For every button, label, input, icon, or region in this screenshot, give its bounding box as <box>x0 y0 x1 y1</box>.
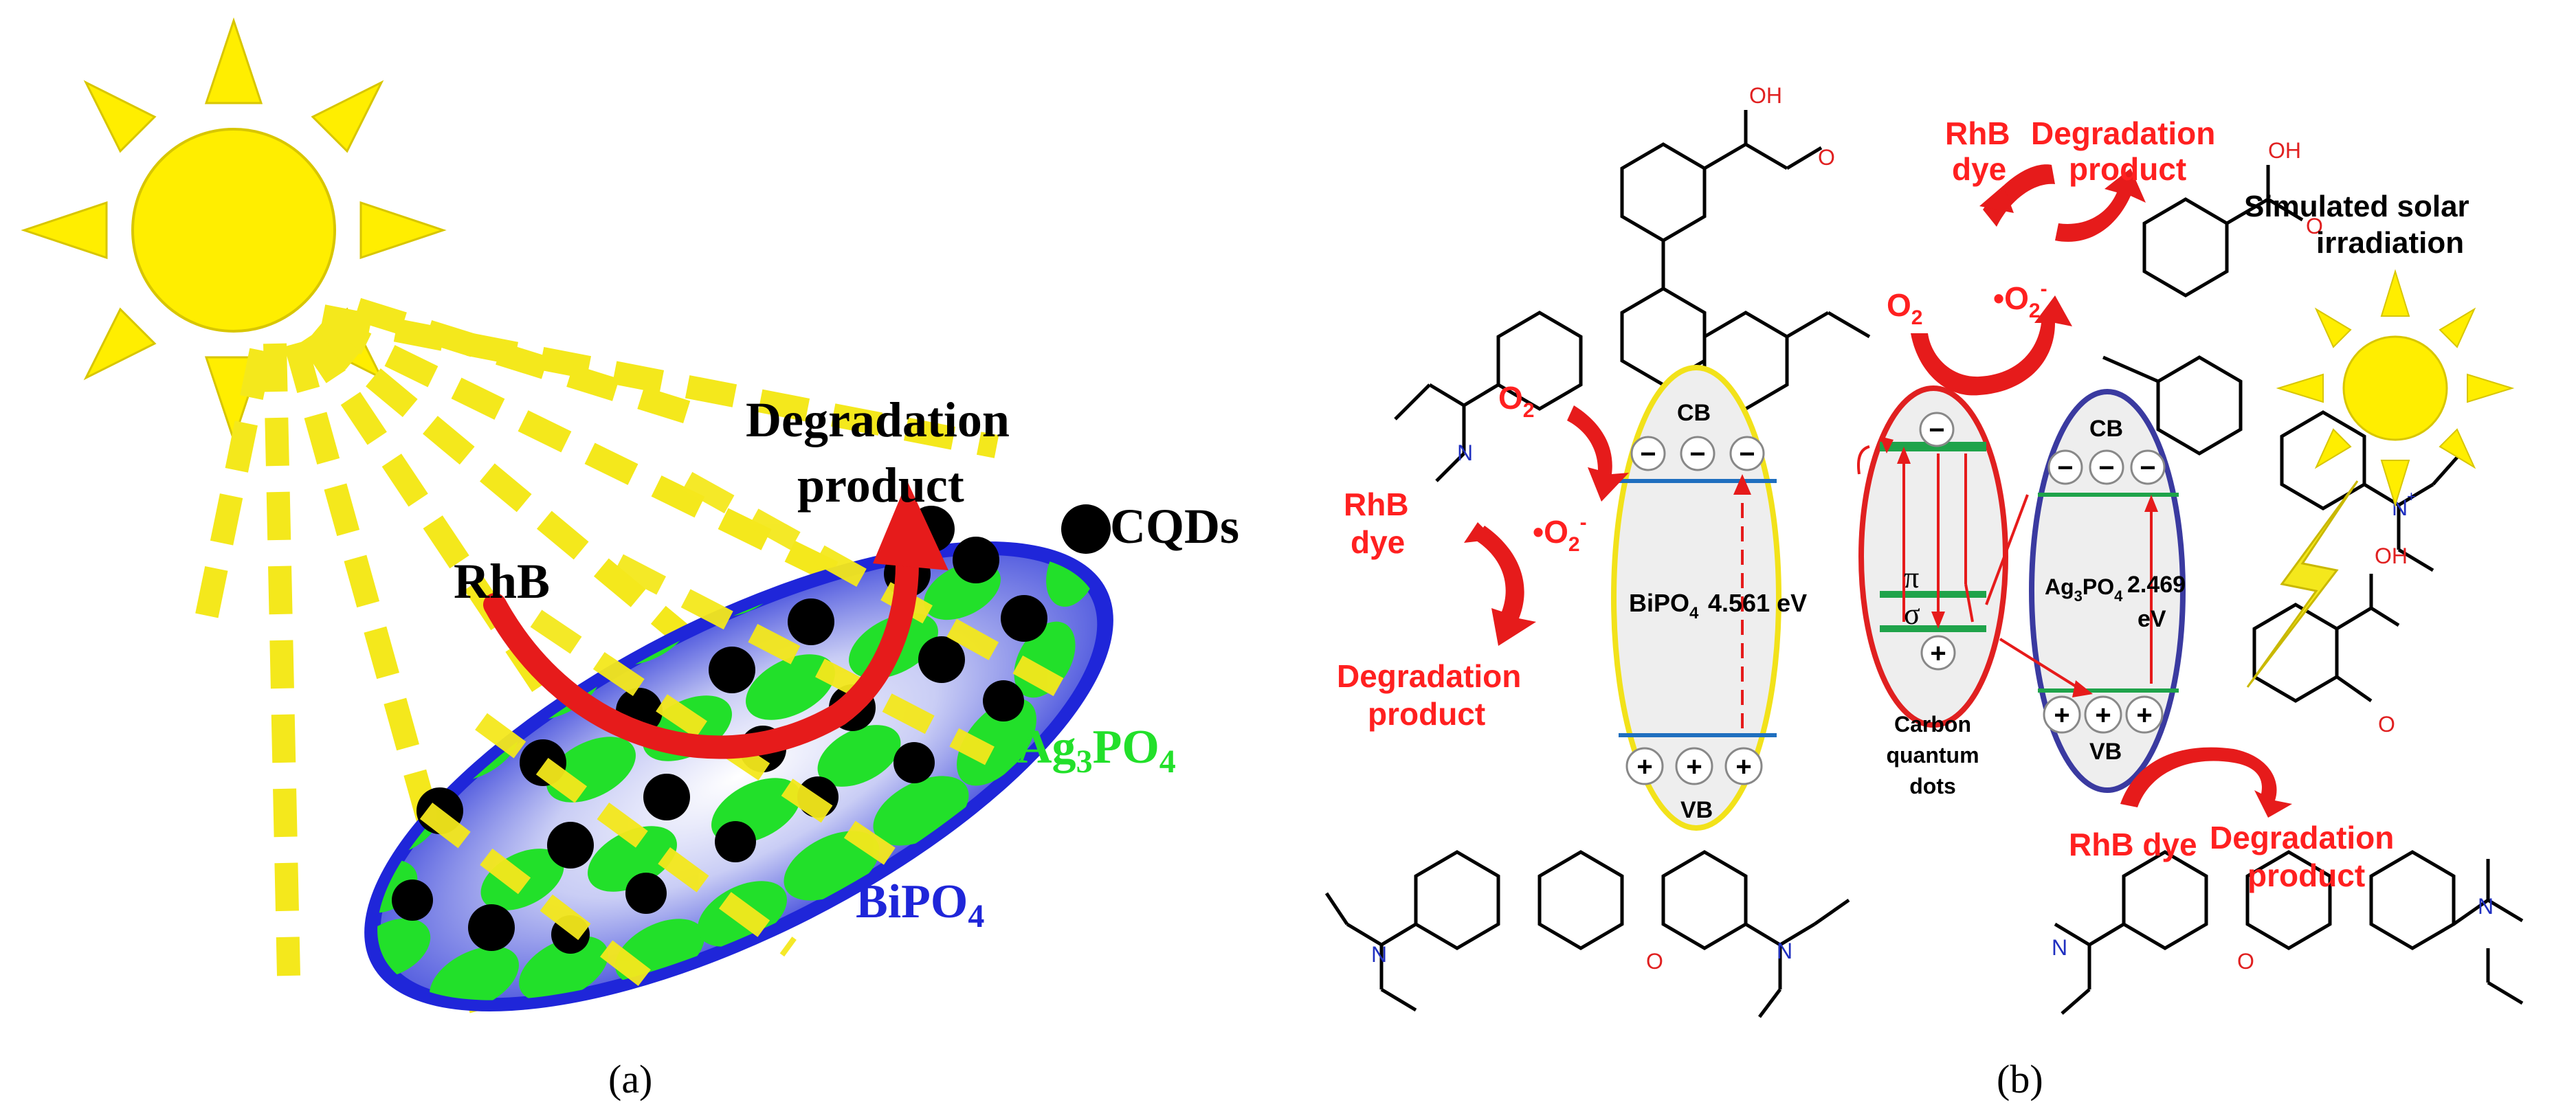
svg-text:+: + <box>1636 752 1652 782</box>
bipo4-band <box>1611 365 1781 831</box>
svg-text:Degradation: Degradation <box>2210 820 2394 855</box>
svg-text:π: π <box>1904 561 1919 594</box>
rhb-label: RhB <box>454 554 550 609</box>
charge-transfer-arrows <box>1857 436 2093 697</box>
reaction-labels: RhB dye Degradation product O2 •O2- O2 •… <box>1337 115 2394 893</box>
svg-text:−: − <box>2140 453 2155 483</box>
ag3po4-electrons: − − − <box>2047 449 2166 485</box>
ag3po4-band <box>2029 389 2186 793</box>
degradation-label: Degradation <box>746 392 1010 447</box>
lightning-icon <box>2246 480 2359 688</box>
svg-text:•O2-: •O2- <box>1533 511 1587 556</box>
svg-text:4.561 eV: 4.561 eV <box>1708 589 1807 617</box>
svg-text:RhB: RhB <box>1344 486 1409 522</box>
svg-text:BiPO4: BiPO4 <box>1629 589 1699 623</box>
svg-text:N: N <box>1371 942 1387 967</box>
charge-carriers: − − − + + + − + − <box>1625 412 2166 785</box>
atom-labels: OH O OH O OH O O O N N N N N N + <box>1371 83 2494 974</box>
bipo4-particle <box>364 541 1113 1011</box>
svg-text:VB: VB <box>1680 797 1713 823</box>
svg-text:•O2-: •O2- <box>1993 278 2047 322</box>
svg-text:CB: CB <box>2089 416 2123 442</box>
svg-text:+: + <box>1735 752 1751 782</box>
svg-text:product: product <box>2069 151 2186 187</box>
simulated-solar-label: Simulated solar <box>2244 190 2469 223</box>
svg-text:O: O <box>1646 949 1663 974</box>
svg-text:dots: dots <box>1909 774 1956 798</box>
svg-text:+: + <box>2407 488 2416 505</box>
svg-text:product: product <box>2247 858 2365 893</box>
svg-text:+: + <box>2095 700 2111 730</box>
svg-text:O: O <box>2378 712 2395 737</box>
small-sun-icon <box>2276 269 2515 508</box>
svg-text:N: N <box>1457 440 1473 465</box>
svg-text:Carbon: Carbon <box>1894 712 1971 737</box>
bipo4-holes: + + + <box>1625 747 1763 785</box>
svg-text:+: + <box>1930 638 1946 669</box>
band-labels: CB VB BiPO4 4.561 eV CB VB Ag3PO4 2.469 … <box>1629 400 2186 823</box>
svg-text:dye: dye <box>1351 524 1405 560</box>
svg-text:−: − <box>2057 453 2073 483</box>
svg-text:+: + <box>1686 752 1702 782</box>
caption-a: (a) <box>608 1057 652 1101</box>
rhb-molecule-structures <box>1324 110 2524 1018</box>
svg-text:RhB dye: RhB dye <box>2069 827 2197 862</box>
svg-text:σ: σ <box>1904 597 1920 631</box>
svg-text:−: − <box>1929 415 1944 445</box>
reaction-arrows <box>1464 164 2292 818</box>
svg-text:O: O <box>2237 949 2254 974</box>
svg-text:VB: VB <box>2089 739 2122 765</box>
svg-text:−: − <box>1640 439 1656 469</box>
svg-text:OH: OH <box>2375 544 2408 568</box>
svg-text:N: N <box>1777 939 1792 963</box>
svg-text:product: product <box>1368 696 1485 732</box>
svg-text:N: N <box>2052 935 2067 960</box>
panel-a: Degradation product CQDs RhB Ag3PO4 BiPO… <box>21 17 1239 1101</box>
svg-text:O2: O2 <box>1498 380 1534 422</box>
svg-text:dye: dye <box>1952 151 2006 187</box>
degradation-arrow <box>483 481 948 759</box>
ag3po4-label: Ag3PO4 <box>1017 721 1176 780</box>
svg-text:Ag3PO4: Ag3PO4 <box>2045 574 2123 605</box>
svg-text:−: − <box>1689 439 1705 469</box>
bipo4-electrons: − − − <box>1630 436 1765 471</box>
cqd-carriers: − + <box>1919 412 1956 671</box>
svg-text:OH: OH <box>1749 83 1782 108</box>
svg-text:−: − <box>1739 439 1755 469</box>
cqds-label: CQDs <box>1110 499 1239 554</box>
svg-text:+: + <box>2136 700 2152 730</box>
product-label: product <box>797 458 964 513</box>
svg-text:O: O <box>1818 145 1835 170</box>
svg-text:N: N <box>2478 894 2494 919</box>
svg-text:Degradation: Degradation <box>1337 658 1521 694</box>
irradiation-label: irradiation <box>2316 226 2464 260</box>
svg-text:RhB: RhB <box>1945 115 2010 151</box>
svg-text:Degradation: Degradation <box>2031 115 2215 151</box>
ag3po4-holes: + + + <box>2043 695 2164 734</box>
svg-text:eV: eV <box>2138 606 2166 632</box>
light-beams-front <box>419 471 1064 998</box>
svg-text:CB: CB <box>1677 400 1711 426</box>
svg-text:OH: OH <box>2268 138 2301 163</box>
caption-b: (b) <box>1997 1057 2043 1101</box>
svg-text:−: − <box>2098 453 2114 483</box>
svg-text:O2: O2 <box>1887 287 1922 329</box>
svg-text:O: O <box>2306 214 2323 238</box>
svg-text:+: + <box>2054 700 2069 730</box>
svg-text:quantum: quantum <box>1886 743 1979 768</box>
svg-text:2.469: 2.469 <box>2127 572 2186 598</box>
panel-b: OH O OH O OH O O O N N N N N N + <box>1324 83 2524 1101</box>
bipo4-label: BiPO4 <box>856 875 984 934</box>
